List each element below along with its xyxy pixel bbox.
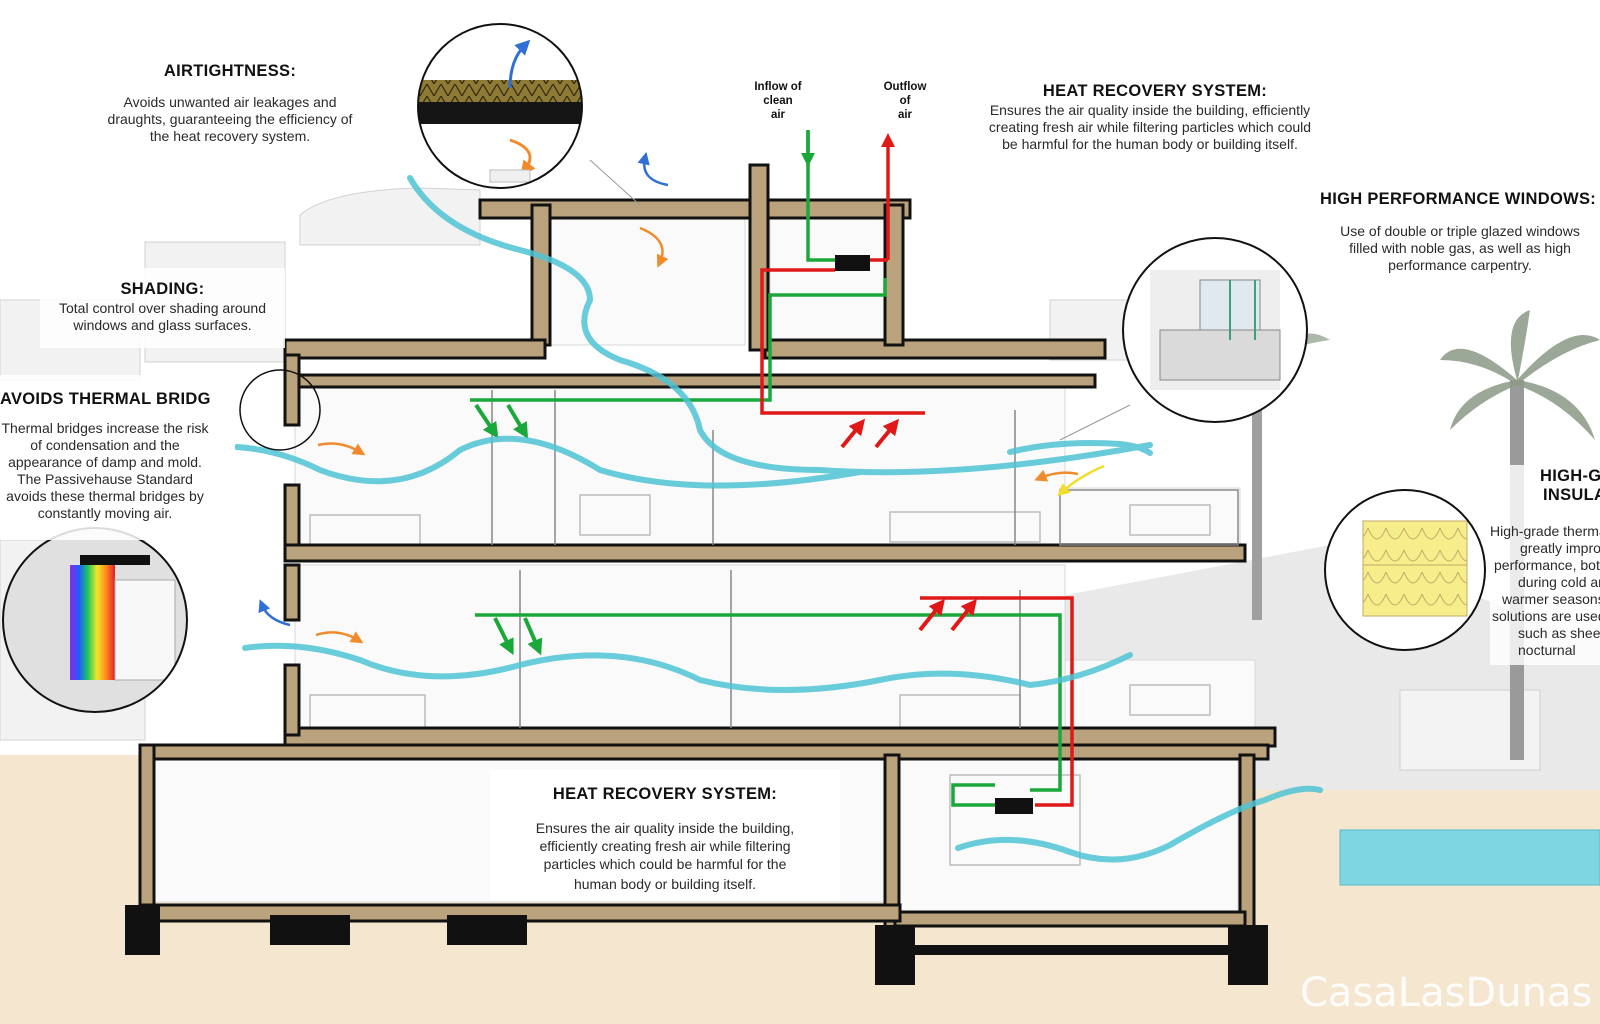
insulation-line: warmer seasons;: [1502, 591, 1600, 607]
outflow-line: air: [897, 109, 913, 121]
thermal-bridges-panel: [0, 375, 235, 540]
insulation-title-line: HIGH-GRADE: [1540, 467, 1600, 485]
airtightness-text: Avoids unwanted air leakages and draught…: [80, 94, 380, 145]
heat-recovery-ducts-bottom: [475, 596, 1074, 807]
shading-panel: [40, 268, 285, 348]
insulation-line: High-grade thermal: [1490, 523, 1600, 539]
glazing: [491, 390, 1239, 728]
heat-recovery-top-title: HEAT RECOVERY SYSTEM:: [1042, 82, 1268, 100]
detail-windows: [1122, 237, 1308, 423]
windows-line: Use of double or triple glazed windows: [1340, 223, 1580, 239]
thermal-bridges-line: appearance of damp and mold.: [8, 454, 202, 470]
windows-line: performance carpentry.: [1388, 257, 1532, 273]
thermal-bridges-line: The Passivehause Standard: [17, 471, 193, 487]
detail-insulation: [1324, 489, 1486, 651]
heat-recovery-top-line: be harmful for the human body or buildin…: [1002, 136, 1298, 152]
heat-recovery-bottom-text: Ensures the air quality inside the build…: [500, 819, 830, 893]
heat-recovery-bottom-panel: [490, 770, 840, 900]
heat-recovery-top-line: Ensures the air quality inside the build…: [989, 102, 1311, 118]
watermark-logo: CasaLasDunas: [1300, 970, 1593, 1016]
inflow-label: Inflow of clean air: [748, 80, 808, 122]
thermal-bridges-title: AVOIDS THERMAL BRIDGES:: [0, 390, 210, 408]
ventilation-unit-top: [835, 255, 870, 271]
shading-line: Total control over shading around: [58, 300, 267, 316]
inflow-line: air: [770, 109, 786, 121]
exhaust-arrows: [840, 418, 977, 632]
heat-recovery-top-text: Ensures the air quality inside the build…: [950, 102, 1350, 153]
heat-recovery-bottom-title: HEAT RECOVERY SYSTEM:: [552, 785, 778, 803]
windows-line: filled with noble gas, as well as high: [1349, 240, 1571, 256]
detail-shading-callout: [239, 369, 321, 451]
heat-recovery-top-line: creating fresh air while filtering parti…: [988, 119, 1312, 135]
windows-title: HIGH PERFORMANCE WINDOWS:: [1320, 190, 1597, 208]
leader-lines: [589, 159, 1131, 441]
thermal-bridges-line: constantly moving air.: [37, 505, 173, 521]
detail-thermal-bridge: [2, 527, 188, 713]
thermal-bridges-line: avoids these thermal bridges by: [6, 488, 204, 504]
outflow-label: Outflow of air: [875, 80, 935, 122]
insulation-line: nocturnal: [1518, 642, 1576, 658]
thermal-bridges-line: of condensation and the: [30, 437, 180, 453]
heat-recovery-bottom-line: particles which could be harmful for the: [543, 856, 787, 872]
airtightness-title: AIRTIGHTNESS:: [163, 62, 297, 80]
heat-recovery-bottom-line: Ensures the air quality inside the build…: [535, 820, 795, 836]
outflow-line: of: [899, 95, 911, 107]
air-flow-streams: [234, 175, 1323, 863]
insulation-line: performance, both: [1494, 557, 1600, 573]
insulation-panel: HIGH-GRADE INSULATION: High-grade therma…: [1490, 465, 1600, 665]
shading-text: Total control over shading around window…: [40, 300, 285, 334]
thermal-bridges-line: Thermal bridges increase the risk: [1, 420, 209, 436]
insulation-title: HIGH-GRADE INSULATION:: [1540, 467, 1600, 505]
footings: [125, 905, 1268, 985]
airtightness-line: Avoids unwanted air leakages and: [123, 94, 337, 110]
airtightness-line: the heat recovery system.: [149, 128, 311, 144]
heat-recovery-ducts-top: [470, 130, 925, 415]
infiltration-arrows: [258, 151, 1105, 644]
insulation-line: such as sheets: [1518, 625, 1600, 641]
heat-recovery-bottom-line: human body or building itself.: [573, 876, 757, 892]
pool: [1339, 829, 1600, 886]
supply-arrows: [474, 403, 543, 656]
insulation-line: solutions are used: [1492, 608, 1600, 624]
outflow-line: Outflow: [883, 81, 927, 93]
thermal-bridges-text: Thermal bridges increase the risk of con…: [0, 420, 210, 522]
insulation-line: greatly improves: [1520, 540, 1600, 556]
inflow-line: Inflow of: [754, 81, 802, 93]
insulation-line: during cold and: [1518, 574, 1600, 590]
shading-title: SHADING:: [120, 280, 205, 298]
furniture: [309, 494, 1211, 866]
insulation-title-line: INSULATION:: [1543, 486, 1600, 504]
insulation-text: High-grade thermal greatly improves perf…: [1490, 523, 1600, 659]
windows-text: Use of double or triple glazed windows f…: [1320, 223, 1600, 274]
shading-line: windows and glass surfaces.: [73, 317, 252, 333]
heat-recovery-bottom-line: efficiently creating fresh air while fil…: [539, 838, 791, 854]
airtightness-line: draughts, guaranteeing the efficiency of: [107, 111, 353, 127]
detail-airtightness: [417, 23, 583, 189]
inflow-line: clean: [763, 95, 793, 107]
ventilation-unit-bottom: [995, 798, 1033, 814]
